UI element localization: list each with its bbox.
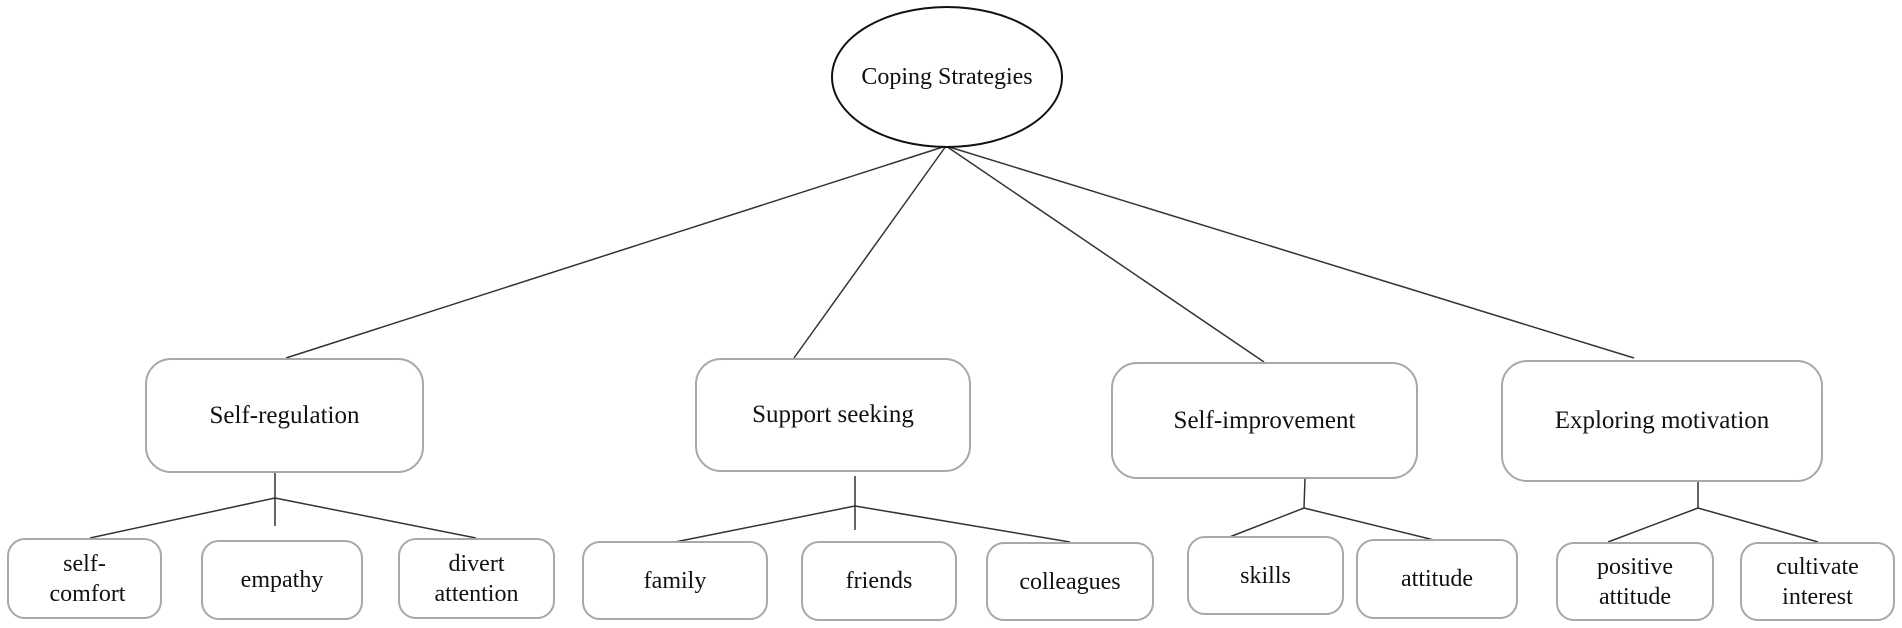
leaf-node-label: positive attitude bbox=[1597, 553, 1673, 610]
leaf-node-label: skills bbox=[1240, 562, 1291, 589]
leaf-node-label: attitude bbox=[1401, 566, 1473, 592]
category-node-label: Self-regulation bbox=[209, 401, 360, 429]
leaf-node-colleagues: colleagues bbox=[986, 542, 1154, 621]
leaf-node-family: family bbox=[582, 541, 768, 620]
leaf-node-label: self-comfort bbox=[49, 550, 126, 607]
leaf-node-label: cultivate interest bbox=[1776, 553, 1859, 610]
connector-exploring-motivation-cultivate-interest bbox=[1697, 507, 1819, 543]
root-node-label: Coping Strategies bbox=[861, 64, 1033, 90]
category-node-label: Self-improvement bbox=[1173, 406, 1356, 434]
connector-root-support-seeking bbox=[793, 145, 947, 359]
connector-self-regulation-self-comfort bbox=[89, 497, 276, 539]
category-node-self-improvement: Self-improvement bbox=[1111, 362, 1418, 479]
root-node-coping-strategies: Coping Strategies bbox=[831, 6, 1063, 148]
connector-root-self-improvement bbox=[945, 145, 1265, 363]
connector-support-seeking-colleagues bbox=[854, 505, 1071, 543]
connector-root-exploring-motivation bbox=[945, 145, 1635, 359]
leaf-node-friends: friends bbox=[801, 541, 957, 621]
leaf-node-attitude: attitude bbox=[1356, 539, 1518, 619]
connector-support-seeking-family bbox=[674, 505, 856, 543]
leaf-node-positive-attitude: positive attitude bbox=[1556, 542, 1714, 621]
connector-exploring-motivation-positive-attitude bbox=[1607, 507, 1699, 543]
connector-self-regulation-divert-attention bbox=[274, 497, 477, 539]
leaf-node-label: colleagues bbox=[1019, 568, 1121, 595]
category-node-self-regulation: Self-regulation bbox=[145, 358, 424, 473]
category-node-exploring-motivation: Exploring motivation bbox=[1501, 360, 1823, 482]
category-node-label: Support seeking bbox=[752, 401, 914, 428]
connector-self-improvement-stem bbox=[1303, 477, 1306, 509]
leaf-node-label: empathy bbox=[240, 567, 324, 593]
leaf-node-label: divert attention bbox=[434, 550, 519, 607]
leaf-node-label: family bbox=[643, 567, 707, 594]
connectors bbox=[89, 145, 1819, 543]
leaf-node-cultivate-interest: cultivate interest bbox=[1740, 542, 1895, 621]
category-node-support-seeking: Support seeking bbox=[695, 358, 971, 472]
category-node-label: Exploring motivation bbox=[1554, 407, 1770, 434]
leaf-node-skills: skills bbox=[1187, 536, 1344, 615]
connector-self-improvement-attitude bbox=[1303, 507, 1435, 541]
leaf-node-empathy: empathy bbox=[201, 540, 363, 620]
leaf-node-divert-attention: divert attention bbox=[398, 538, 555, 619]
leaf-node-label: friends bbox=[845, 568, 913, 594]
leaf-node-self-comfort: self-comfort bbox=[7, 538, 162, 619]
connector-root-self-regulation bbox=[285, 145, 947, 359]
connector-self-improvement-skills bbox=[1226, 507, 1305, 539]
